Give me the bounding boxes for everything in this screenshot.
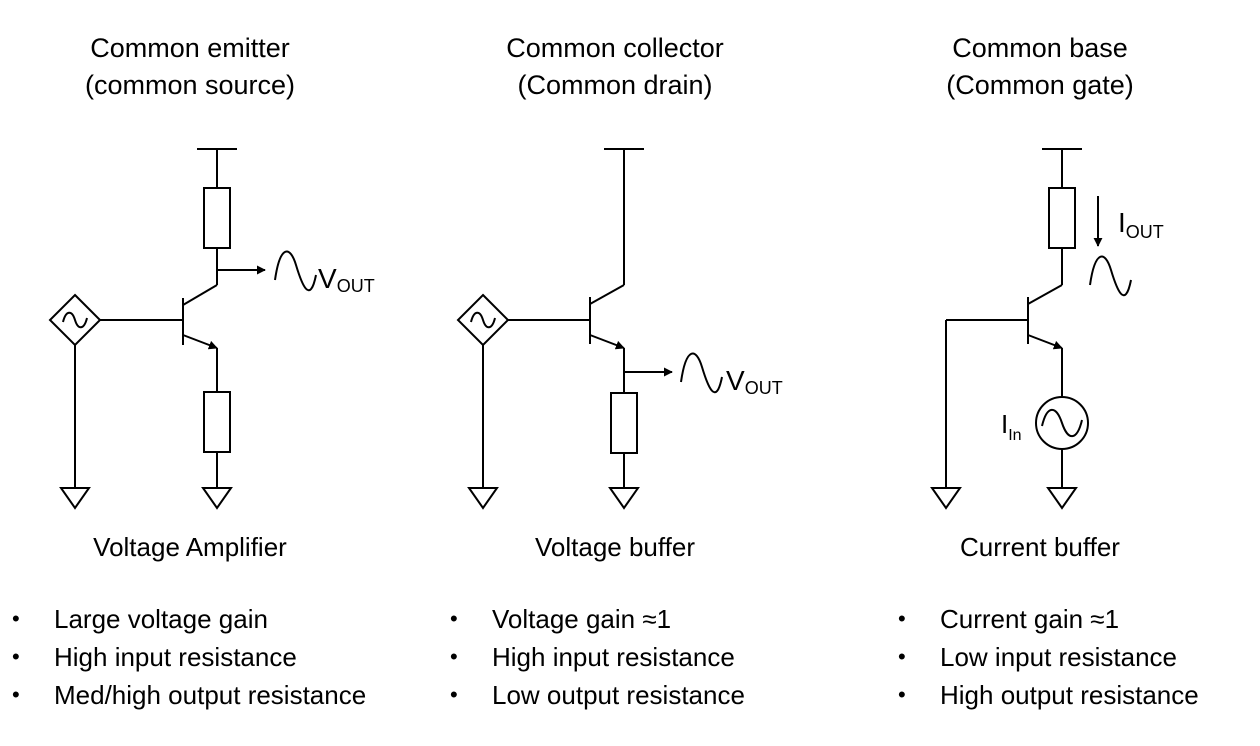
- title-common-base: Common base (Common gate): [890, 30, 1190, 104]
- list-item: Low output resistance: [450, 676, 745, 714]
- list-item: High input resistance: [12, 638, 366, 676]
- list-item: Current gain ≈1: [898, 600, 1199, 638]
- transistor-emitter: [182, 334, 218, 350]
- ground-symbol: [1046, 487, 1078, 510]
- ground-symbol: [608, 487, 640, 510]
- title-line-2: (Common drain): [517, 70, 713, 100]
- list-item: Med/high output resistance: [12, 676, 366, 714]
- transistor-collector: [589, 284, 625, 305]
- output-sine-wave: [274, 250, 317, 292]
- circuit-common-emitter: [48, 148, 317, 510]
- transistor-collector: [1027, 284, 1063, 305]
- emitter-resistor: [610, 392, 638, 454]
- title-line-2: (common source): [84, 70, 296, 100]
- title-common-emitter: Common emitter (common source): [40, 30, 340, 104]
- title-line-1: Common collector: [506, 33, 724, 63]
- sine-icon: [62, 311, 88, 329]
- properties-list-common-collector: Voltage gain ≈1 High input resistance Lo…: [450, 600, 745, 714]
- subtitle-voltage-amplifier: Voltage Amplifier: [93, 532, 287, 562]
- properties-list-common-base: Current gain ≈1 Low input resistance Hig…: [898, 600, 1199, 714]
- list-item: Large voltage gain: [12, 600, 366, 638]
- list-item: High input resistance: [450, 638, 745, 676]
- title-line-1: Common emitter: [90, 33, 290, 63]
- ground-symbol: [930, 487, 962, 510]
- output-sine-wave: [1089, 255, 1132, 297]
- emitter-resistor: [203, 391, 231, 453]
- list-item: Low input resistance: [898, 638, 1199, 676]
- vout-label-ce: VOUT: [318, 263, 375, 296]
- circuit-common-collector: [456, 148, 723, 510]
- list-item: High output resistance: [898, 676, 1199, 714]
- ground-symbol: [201, 487, 233, 510]
- list-item: Voltage gain ≈1: [450, 600, 745, 638]
- title-line-1: Common base: [952, 33, 1128, 63]
- sine-icon: [1041, 408, 1083, 438]
- transistor-collector: [182, 284, 218, 306]
- vout-label-cc: VOUT: [726, 365, 783, 398]
- iin-label-cb: IIn: [1001, 409, 1022, 444]
- title-line-2: (Common gate): [946, 70, 1134, 100]
- collector-resistor: [1048, 187, 1076, 249]
- ground-symbol: [59, 487, 91, 510]
- ground-symbol: [467, 487, 499, 510]
- subtitle-voltage-buffer: Voltage buffer: [535, 532, 695, 562]
- collector-resistor: [203, 187, 231, 249]
- output-sine-wave: [680, 352, 723, 394]
- transistor-emitter: [589, 334, 625, 350]
- title-common-collector: Common collector (Common drain): [465, 30, 765, 104]
- circuit-common-base: [930, 148, 1132, 510]
- transistor-emitter: [1027, 334, 1063, 350]
- properties-list-common-emitter: Large voltage gain High input resistance…: [12, 600, 366, 714]
- sine-icon: [470, 311, 496, 329]
- iout-label-cb: IOUT: [1118, 207, 1164, 242]
- subtitle-current-buffer: Current buffer: [960, 532, 1120, 562]
